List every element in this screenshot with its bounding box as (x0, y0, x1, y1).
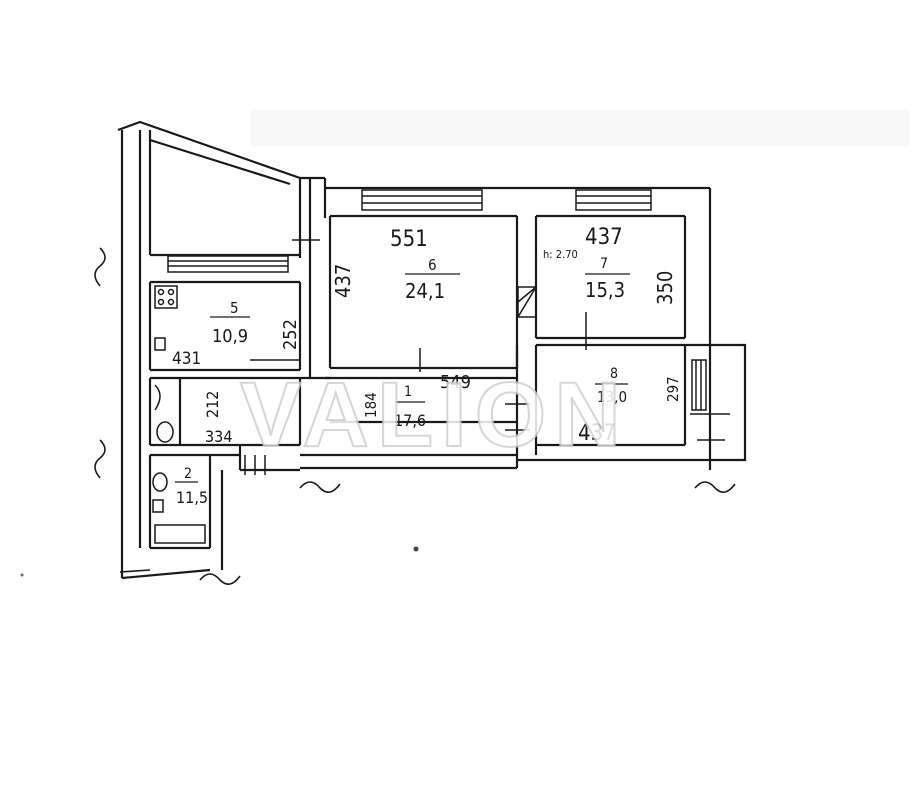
room-labels: 551 437 6 24,1 437 h: 2.70 7 15,3 350 5 … (172, 225, 682, 507)
room-1-width: 549 (440, 372, 471, 393)
room-2-area: 11,5 (176, 488, 208, 507)
room-8-area: 13,0 (597, 388, 627, 406)
room-8-width: 437 (578, 421, 616, 446)
room-6-width: 551 (390, 227, 428, 252)
room-6-area: 24,1 (405, 279, 445, 303)
room-7-depth: 350 (653, 271, 677, 305)
windows (154, 189, 707, 544)
room-1-area: 17,6 (394, 411, 426, 430)
room-2-number: 2 (184, 466, 192, 482)
ceiling-note: h: 2.70 (543, 248, 578, 261)
fixtures (152, 239, 730, 513)
watermark: VALION (240, 364, 629, 466)
walls (117, 120, 747, 580)
room-6-number: 6 (428, 256, 437, 274)
break-marks (94, 247, 736, 585)
room-5-area: 10,9 (212, 326, 248, 347)
room-8-depth: 297 (664, 376, 682, 402)
bath-depth: 212 (203, 391, 222, 418)
room-7-number: 7 (600, 256, 608, 272)
room-5-depth: 252 (280, 319, 301, 350)
room-5-width: 431 (172, 349, 201, 369)
room-5-number: 5 (230, 299, 239, 317)
room-1-depth: 184 (362, 392, 380, 418)
room-8-number: 8 (610, 366, 618, 382)
room-7-width: 437 (585, 225, 623, 250)
room-7-area: 15,3 (585, 278, 625, 302)
bath-width: 334 (205, 427, 232, 446)
room-1-number: 1 (404, 384, 412, 400)
scan-noise (20, 110, 910, 577)
room-6-depth: 437 (331, 264, 355, 298)
